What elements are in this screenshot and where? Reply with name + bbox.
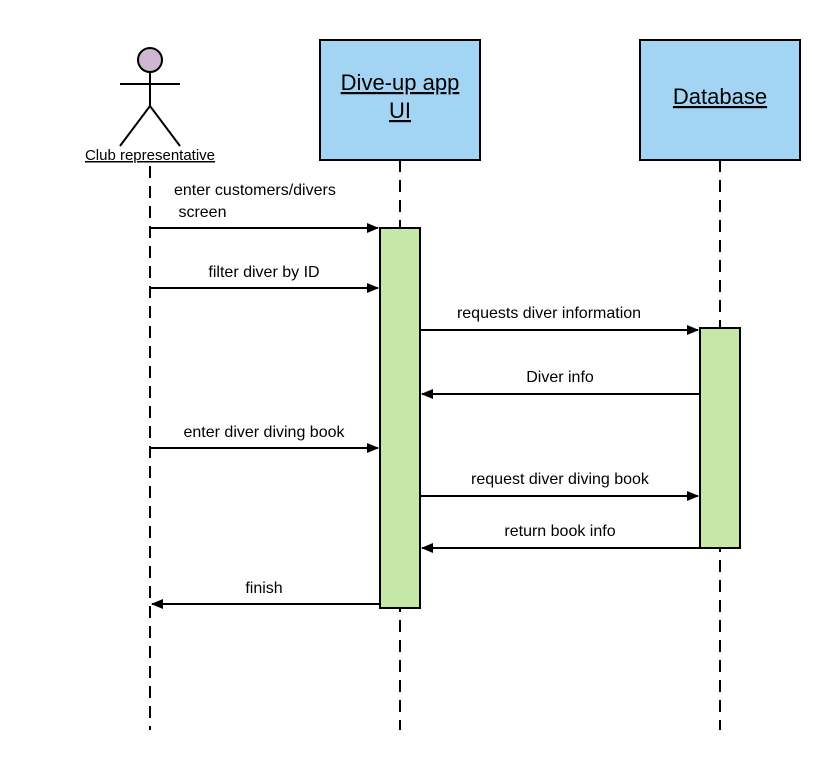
participant-dive-up-app-ui: Dive-up app UI — [319, 39, 481, 161]
activation-bar-app — [379, 227, 421, 609]
actor-head — [137, 47, 163, 73]
message-label-line1: enter customers/divers — [174, 182, 336, 199]
message-requests-diver-information: requests diver information — [420, 305, 699, 335]
message-enter-diving-book: enter diver diving book — [150, 424, 379, 453]
message-return-book-info: return book info — [421, 523, 700, 553]
message-label: Diver info — [526, 369, 594, 386]
participant-label-line2: UI — [389, 98, 411, 123]
participant-box — [319, 39, 481, 161]
participant-label-line1: Dive-up app — [341, 70, 460, 95]
message-label: finish — [245, 580, 282, 597]
actor-club-representative: Club representative — [85, 47, 215, 164]
actor-leg-right — [149, 105, 181, 147]
message-label: filter diver by ID — [208, 264, 319, 281]
message-label: enter diver diving book — [184, 424, 346, 441]
message-filter-diver: filter diver by ID — [150, 264, 379, 293]
message-label-line2: screen — [174, 204, 226, 221]
message-request-diving-book: request diver diving book — [420, 471, 699, 501]
actor-label: Club representative — [85, 147, 215, 164]
message-finish: finish — [151, 580, 380, 609]
message-diver-info: Diver info — [421, 369, 700, 399]
activation-bar-database — [699, 327, 741, 549]
participant-database: Database — [639, 39, 801, 161]
participant-label-line1: Database — [673, 84, 767, 109]
message-label: request diver diving book — [471, 471, 650, 488]
message-label: return book info — [504, 523, 615, 540]
actor-leg-left — [119, 105, 151, 147]
participant-box — [639, 39, 801, 161]
message-enter-customers-screen: enter customers/divers screen — [150, 182, 379, 233]
message-label: requests diver information — [457, 305, 641, 322]
